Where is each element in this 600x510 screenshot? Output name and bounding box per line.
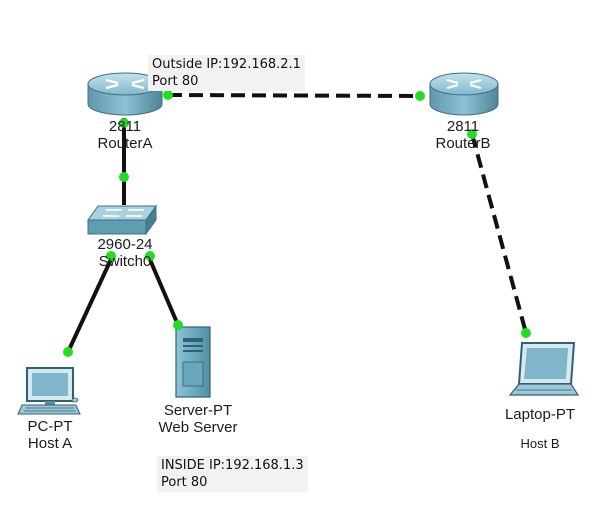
switch-icon[interactable] — [87, 204, 157, 236]
server-label: Server-PT Web Server — [143, 402, 253, 436]
laptop-label: Laptop-PT — [495, 406, 585, 423]
link-routerb-laptop[interactable] — [470, 133, 528, 334]
status-dot — [521, 328, 531, 338]
router-b-name: RouterB — [435, 135, 491, 152]
inside-port-text: Port 80 — [161, 475, 208, 490]
outside-ip-note: Outside IP:192.168.2.1 Port 80 — [148, 55, 305, 91]
router-a-name: RouterA — [97, 135, 153, 152]
router-b-icon[interactable] — [429, 72, 499, 116]
laptop-name: Host B — [520, 436, 560, 451]
switch-model: 2960-24 — [97, 236, 153, 253]
link-switch-pc[interactable] — [66, 254, 115, 353]
laptop-icon[interactable] — [508, 342, 580, 396]
link-routera-routerb[interactable] — [167, 93, 421, 98]
status-dot — [163, 90, 173, 100]
laptop-model: Laptop-PT — [504, 406, 576, 423]
pc-name: Host A — [27, 435, 73, 452]
outside-ip-text: Outside IP:192.168.2.1 — [152, 57, 301, 72]
pc-label: PC-PT Host A — [10, 418, 90, 452]
status-dot — [467, 129, 477, 139]
status-dot — [415, 91, 425, 101]
link-switch-server[interactable] — [146, 254, 180, 326]
status-dot — [63, 347, 73, 357]
laptop-host-label: Host B — [510, 435, 570, 452]
router-b-model: 2811 — [446, 118, 480, 135]
server-model: Server-PT — [163, 402, 233, 419]
server-name: Web Server — [158, 419, 238, 436]
router-a-model: 2811 — [108, 118, 142, 135]
outside-port-text: Port 80 — [152, 74, 199, 89]
status-dot — [173, 320, 183, 330]
pc-model: PC-PT — [27, 418, 73, 435]
status-dot — [106, 251, 116, 261]
server-icon[interactable] — [175, 326, 211, 398]
switch-label: 2960-24 Switch0 — [80, 236, 170, 270]
status-dot — [119, 118, 129, 128]
router-a-icon[interactable] — [87, 72, 163, 116]
status-dot — [119, 172, 129, 182]
inside-ip-note: INSIDE IP:192.168.1.3 Port 80 — [157, 456, 308, 492]
switch-name: Switch0 — [98, 253, 152, 270]
router-a-label: 2811 RouterA — [85, 118, 165, 152]
status-dot — [145, 251, 155, 261]
router-b-label: 2811 RouterB — [423, 118, 503, 152]
link-status-indicators — [63, 90, 531, 357]
pc-icon[interactable] — [17, 367, 81, 415]
inside-ip-text: INSIDE IP:192.168.1.3 — [161, 458, 304, 473]
